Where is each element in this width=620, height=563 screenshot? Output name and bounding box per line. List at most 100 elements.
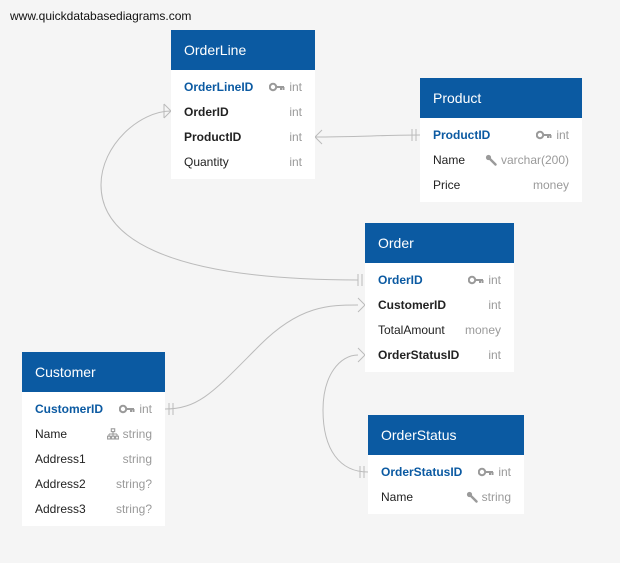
field-meta: string? xyxy=(116,477,152,491)
field-row[interactable]: OrderID int xyxy=(171,99,315,124)
link-orderline-product xyxy=(314,134,421,138)
field-row[interactable]: TotalAmount money xyxy=(365,317,514,342)
field-name: CustomerID xyxy=(378,297,447,312)
onebar-orderstatus-orderstatusid xyxy=(359,466,365,478)
field-row[interactable]: Name varchar(200) xyxy=(420,147,582,172)
field-type: varchar(200) xyxy=(500,152,569,167)
field-meta: money xyxy=(465,323,501,337)
field-name: OrderID xyxy=(378,272,423,287)
field-meta: int xyxy=(289,130,302,144)
field-type: string? xyxy=(115,476,152,491)
table-header[interactable]: Order xyxy=(365,223,514,263)
field-type: int xyxy=(556,127,569,142)
field-type: int xyxy=(488,297,501,312)
link-orderline-order xyxy=(100,110,359,281)
field-name: Name xyxy=(35,426,68,441)
field-row[interactable]: OrderLineID int xyxy=(171,74,315,99)
field-row[interactable]: Address3 string? xyxy=(22,496,165,521)
crowfoot-order-orderstatusid xyxy=(357,347,366,363)
table-header[interactable]: OrderLine xyxy=(171,30,315,70)
field-name: OrderID xyxy=(184,104,229,119)
field-name: OrderStatusID xyxy=(381,464,463,479)
field-name: OrderStatusID xyxy=(378,347,460,362)
field-row[interactable]: Quantity int xyxy=(171,149,315,174)
key-icon xyxy=(536,130,552,140)
field-row[interactable]: Address2 string? xyxy=(22,471,165,496)
field-type: int xyxy=(498,464,511,479)
field-type: int xyxy=(289,104,302,119)
field-type: string xyxy=(481,489,511,504)
field-type: money xyxy=(464,322,501,337)
field-row[interactable]: ProductID int xyxy=(420,122,582,147)
link-customer-order xyxy=(164,304,359,410)
link-orderstatus-order xyxy=(322,354,369,473)
field-meta: money xyxy=(533,178,569,192)
field-row[interactable]: Address1 string xyxy=(22,446,165,471)
field-row[interactable]: OrderStatusID int xyxy=(365,342,514,367)
field-type: int xyxy=(289,79,302,94)
field-meta: int xyxy=(289,105,302,119)
wrench-icon xyxy=(466,491,478,503)
key-icon xyxy=(269,82,285,92)
field-name: CustomerID xyxy=(35,401,104,416)
onebar-order-orderid xyxy=(357,274,363,286)
field-meta: int xyxy=(478,465,511,479)
field-type: int xyxy=(289,154,302,169)
field-type: int xyxy=(488,347,501,362)
field-name: Quantity xyxy=(184,154,229,169)
field-row[interactable]: Name string xyxy=(22,421,165,446)
field-meta: varchar(200) xyxy=(485,153,569,167)
field-type: string xyxy=(122,451,152,466)
field-row[interactable]: CustomerID int xyxy=(365,292,514,317)
field-type: money xyxy=(532,177,569,192)
field-name: Name xyxy=(433,152,466,167)
field-type: string xyxy=(122,426,152,441)
crowfoot-orderline-productid xyxy=(314,129,323,145)
hierarchy-icon xyxy=(106,427,119,440)
field-row[interactable]: OrderStatusID int xyxy=(368,459,524,484)
table-header[interactable]: Product xyxy=(420,78,582,118)
table-header[interactable]: Customer xyxy=(22,352,165,392)
field-meta: string xyxy=(106,426,152,441)
field-meta: string xyxy=(123,452,152,466)
field-meta: string? xyxy=(116,502,152,516)
field-name: Address1 xyxy=(35,451,86,466)
field-name: Address2 xyxy=(35,476,86,491)
field-meta: int xyxy=(536,128,569,142)
field-meta: int xyxy=(289,155,302,169)
field-row[interactable]: OrderID int xyxy=(365,267,514,292)
table-header[interactable]: OrderStatus xyxy=(368,415,524,455)
field-type: string? xyxy=(115,501,152,516)
field-type: int xyxy=(488,272,501,287)
field-name: ProductID xyxy=(433,127,491,142)
field-meta: int xyxy=(119,402,152,416)
field-row[interactable]: ProductID int xyxy=(171,124,315,149)
wrench-icon xyxy=(485,154,497,166)
key-icon xyxy=(468,275,484,285)
field-name: Address3 xyxy=(35,501,86,516)
crowfoot-order-customerid xyxy=(357,297,366,313)
field-meta: int xyxy=(488,298,501,312)
onebar-product-productid xyxy=(411,129,417,141)
field-name: ProductID xyxy=(184,129,242,144)
field-type: int xyxy=(139,401,152,416)
field-name: OrderLineID xyxy=(184,79,254,94)
field-meta: int xyxy=(468,273,501,287)
key-icon xyxy=(478,467,494,477)
crowfoot-orderline-orderid xyxy=(163,103,172,119)
field-row[interactable]: CustomerID int xyxy=(22,396,165,421)
field-name: TotalAmount xyxy=(378,322,445,337)
